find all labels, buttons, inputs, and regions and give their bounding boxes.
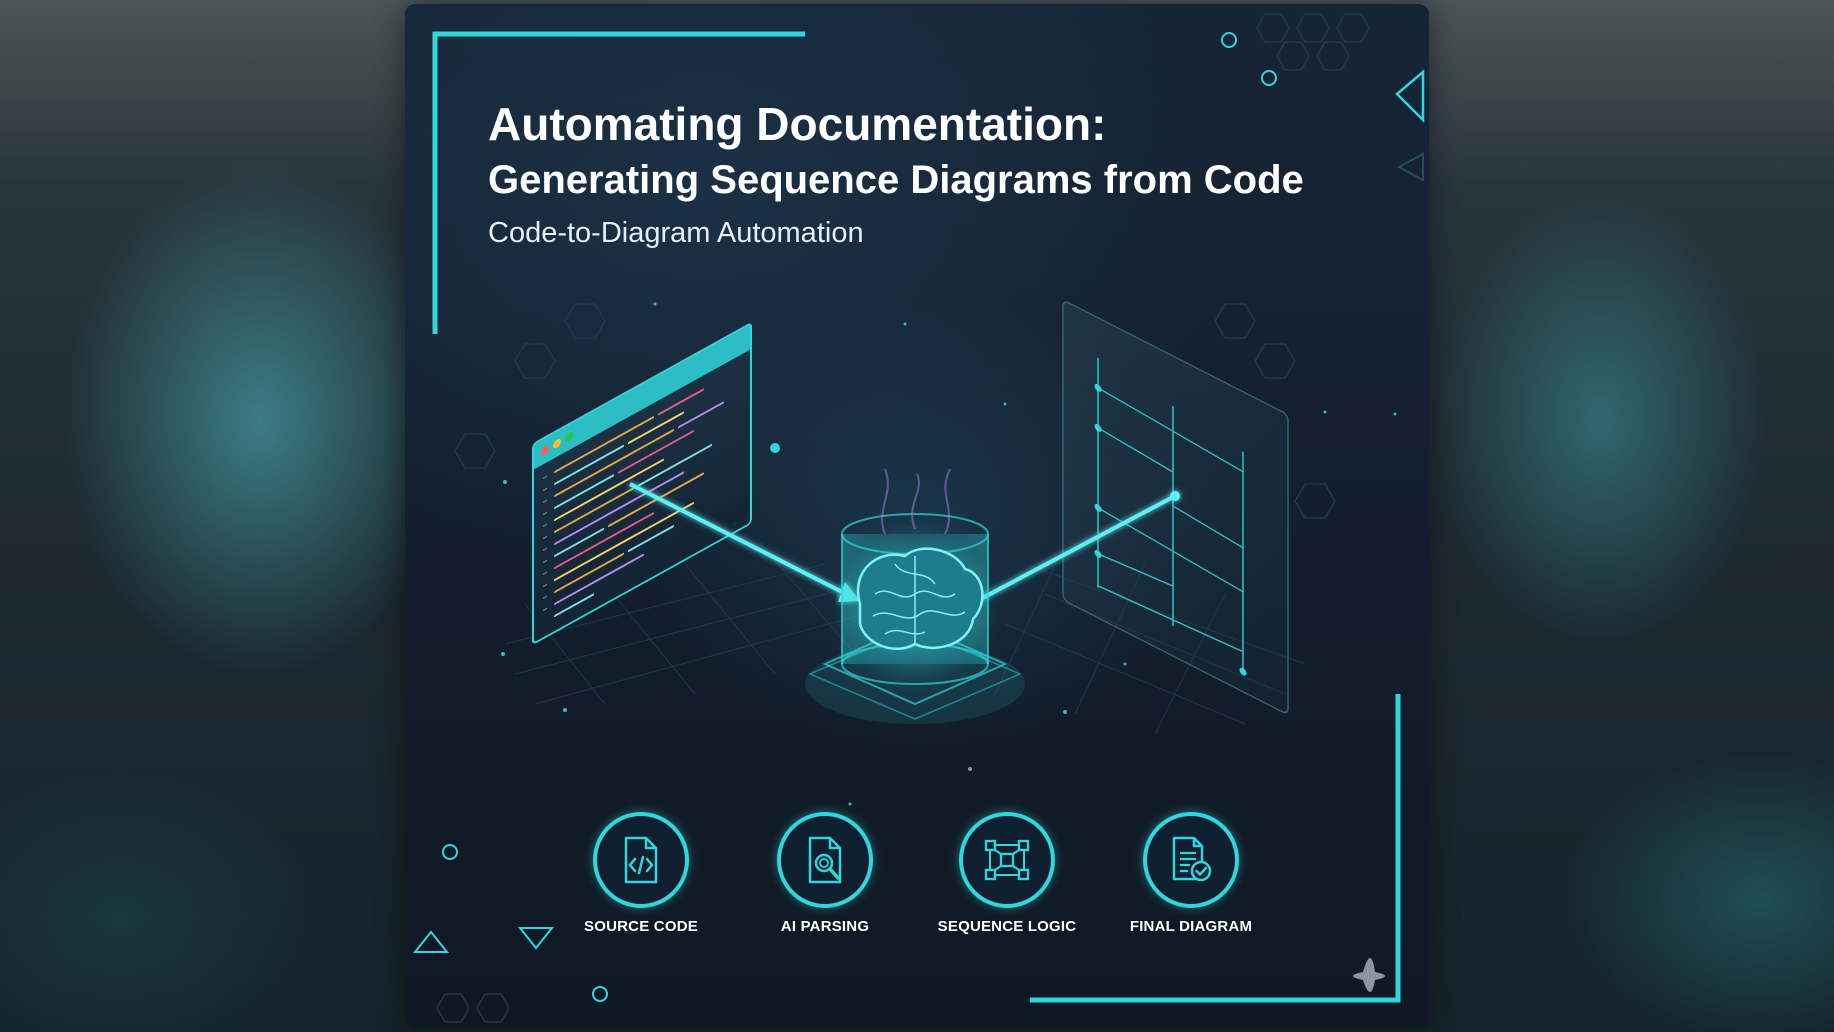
illustration-scene (412, 13, 1425, 1023)
grid-floor-left (504, 548, 866, 705)
step-final-diagram: FINAL DIAGRAM (1111, 812, 1271, 935)
code-lines (553, 388, 725, 618)
code-file-icon (624, 836, 658, 884)
step-icon-circle (777, 812, 873, 908)
step-label: FINAL DIAGRAM (1129, 918, 1253, 935)
node-network-icon (984, 839, 1030, 881)
particle-dots (501, 302, 1397, 806)
page-title-secondary: Generating Sequence Diagrams from Code (488, 158, 1304, 202)
hex-pattern (436, 13, 1370, 1023)
page-title: Automating Documentation: (488, 98, 1107, 150)
step-label: SEQUENCE LOGIC (937, 918, 1077, 935)
page-subtitle: Code-to-Diagram Automation (488, 217, 864, 249)
code-window (532, 323, 752, 644)
title-block: Automating Documentation: Generating Seq… (488, 96, 1388, 258)
step-icon-circle (959, 812, 1055, 908)
infographic-card: Automating Documentation: Generating Seq… (405, 4, 1429, 1028)
ai-brain-core (805, 468, 1025, 724)
step-label: SOURCE CODE (584, 918, 698, 935)
step-source-code: SOURCE CODE (561, 812, 721, 935)
step-icon-circle (593, 812, 689, 908)
document-check-icon (1172, 836, 1212, 882)
step-icon-circle (1143, 812, 1239, 908)
step-sequence-logic: SEQUENCE LOGIC (927, 812, 1087, 935)
document-search-icon (808, 836, 842, 884)
step-label: AI PARSING (780, 918, 870, 935)
sequence-diagram-panel (1062, 301, 1289, 714)
frame-top-left (432, 31, 805, 334)
decorative-shapes (412, 32, 1425, 1002)
process-steps: SOURCE CODE AI PARSING (405, 812, 1429, 952)
frame-bottom-right (1030, 694, 1401, 1003)
step-ai-parsing: AI PARSING (745, 812, 905, 935)
